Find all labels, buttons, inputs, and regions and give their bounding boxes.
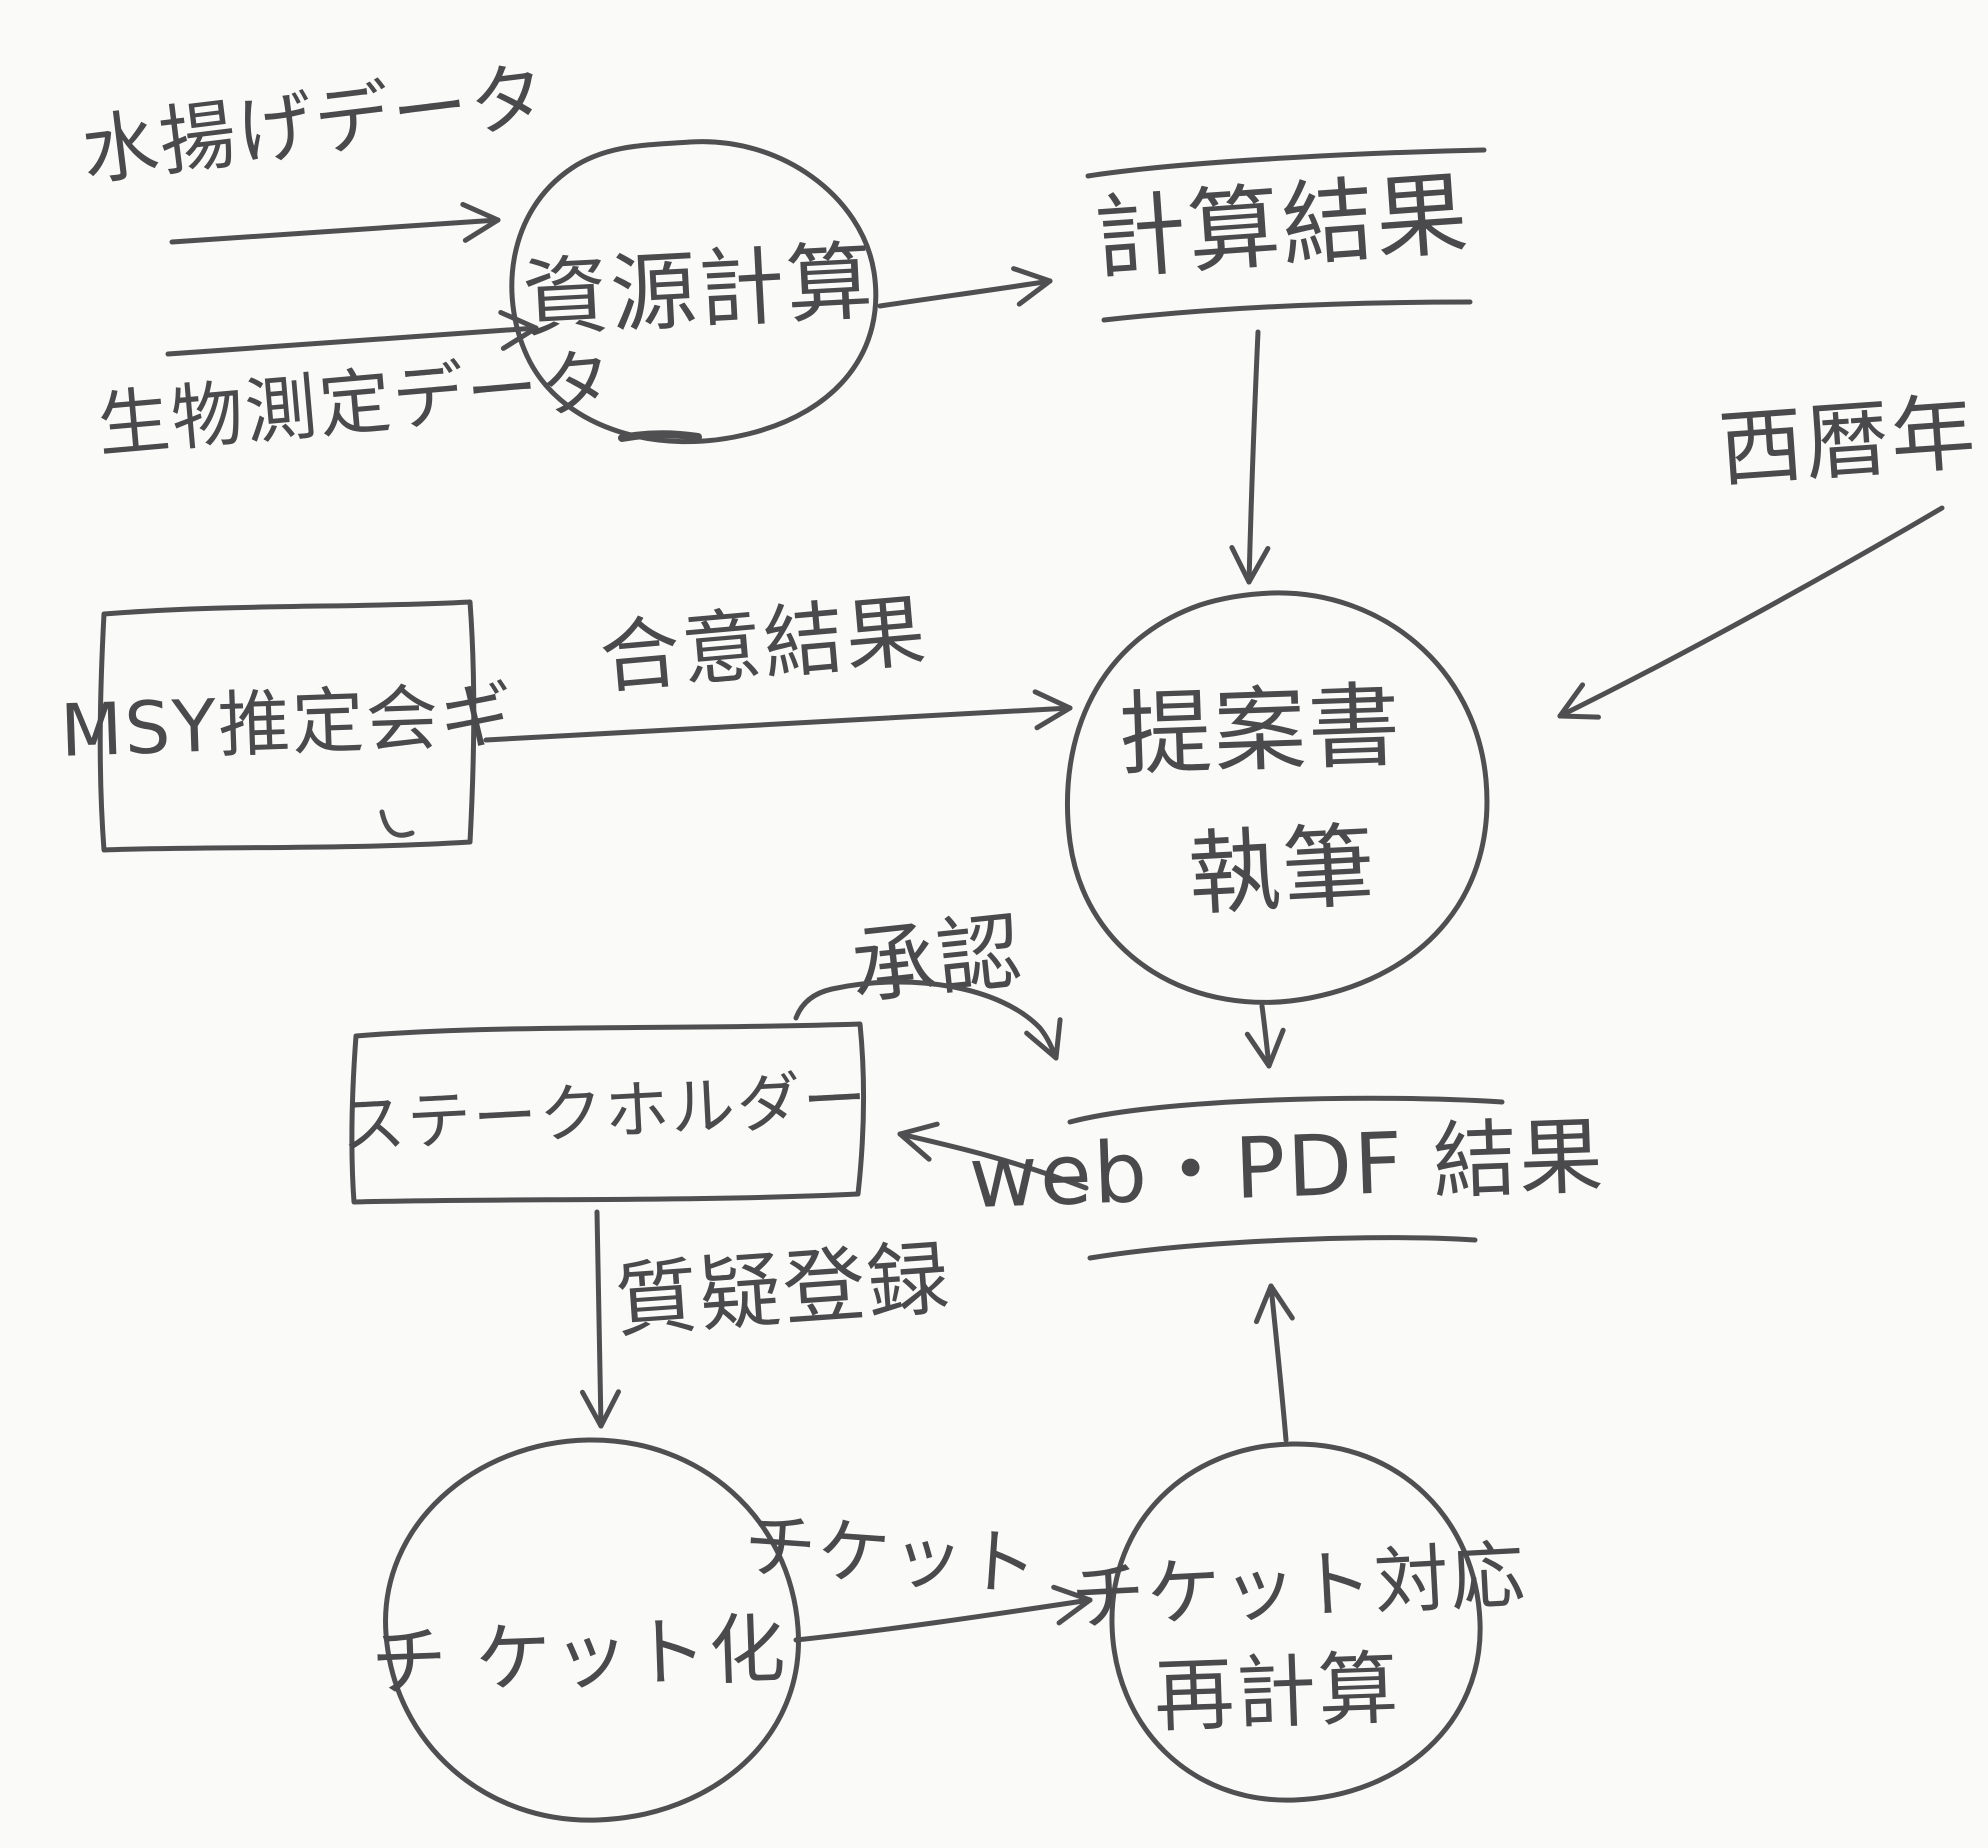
proposal-writing-label-line1: 提案書 xyxy=(1118,672,1404,789)
resource-calc-process-circle xyxy=(509,139,879,445)
ticket-flow-arrow xyxy=(793,1584,1093,1643)
calc-result-flow-arrow xyxy=(877,266,1053,309)
msy-meeting-label: MSY推定会ギ xyxy=(59,673,515,773)
stakeholder-label: ステークホルダー xyxy=(339,1062,870,1164)
resource-calc-label: 資源計算 xyxy=(520,232,877,350)
agreement-result-flow-arrow xyxy=(483,689,1073,743)
ticket-recalc-process-circle xyxy=(1109,1441,1483,1803)
landing-data-label: 水揚げデータ xyxy=(77,51,552,196)
calc-result-store-top-line xyxy=(1085,147,1487,179)
webpdf-store-label: web・PDF 結果 xyxy=(967,1107,1606,1227)
ticket-label: チケット xyxy=(741,1503,1042,1607)
proposal-writing-process-circle xyxy=(1064,590,1490,1005)
pen-overdraw-mark xyxy=(618,430,702,442)
bio-measurement-flow-arrow xyxy=(165,309,539,357)
calendar-year-label: 西暦年 xyxy=(1716,383,1980,499)
ticketization-process-circle xyxy=(383,1437,801,1823)
ticket-recalc-label-line1: チケット対応 xyxy=(1069,1532,1529,1642)
question-registration-arrow xyxy=(579,1209,621,1429)
proposal-writing-label-line2: 執筆 xyxy=(1186,812,1379,929)
proposal-to-webpdf-arrow xyxy=(1244,1003,1286,1069)
calendar-year-flow-arrow xyxy=(1557,505,1945,720)
calc-result-store-label: 計算結果 xyxy=(1091,160,1474,293)
recalc-to-webpdf-arrow xyxy=(1253,1283,1295,1443)
webpdf-store-bottom-line xyxy=(1087,1235,1478,1261)
calc-result-store-bottom-line xyxy=(1101,299,1473,323)
agreement-result-label: 合意結果 xyxy=(596,584,931,705)
ticketization-label: チ ケット化 xyxy=(370,1604,789,1707)
webpdf-to-stakeholder-arrow xyxy=(897,1121,1089,1191)
approval-flow-arrow xyxy=(793,979,1063,1061)
ticket-recalc-label-line2: 再計算 xyxy=(1152,1642,1401,1744)
pen-mark xyxy=(379,809,415,838)
question-registration-label: 質疑登録 xyxy=(612,1231,954,1349)
landing-data-flow-arrow xyxy=(169,201,501,245)
calc-result-to-proposal-arrow xyxy=(1229,329,1271,585)
bio-measurement-label: 生物測定データ xyxy=(94,339,617,468)
webpdf-store-top-line xyxy=(1067,1095,1505,1125)
msy-meeting-entity-box xyxy=(97,599,477,853)
stakeholder-entity-box xyxy=(349,1021,867,1205)
